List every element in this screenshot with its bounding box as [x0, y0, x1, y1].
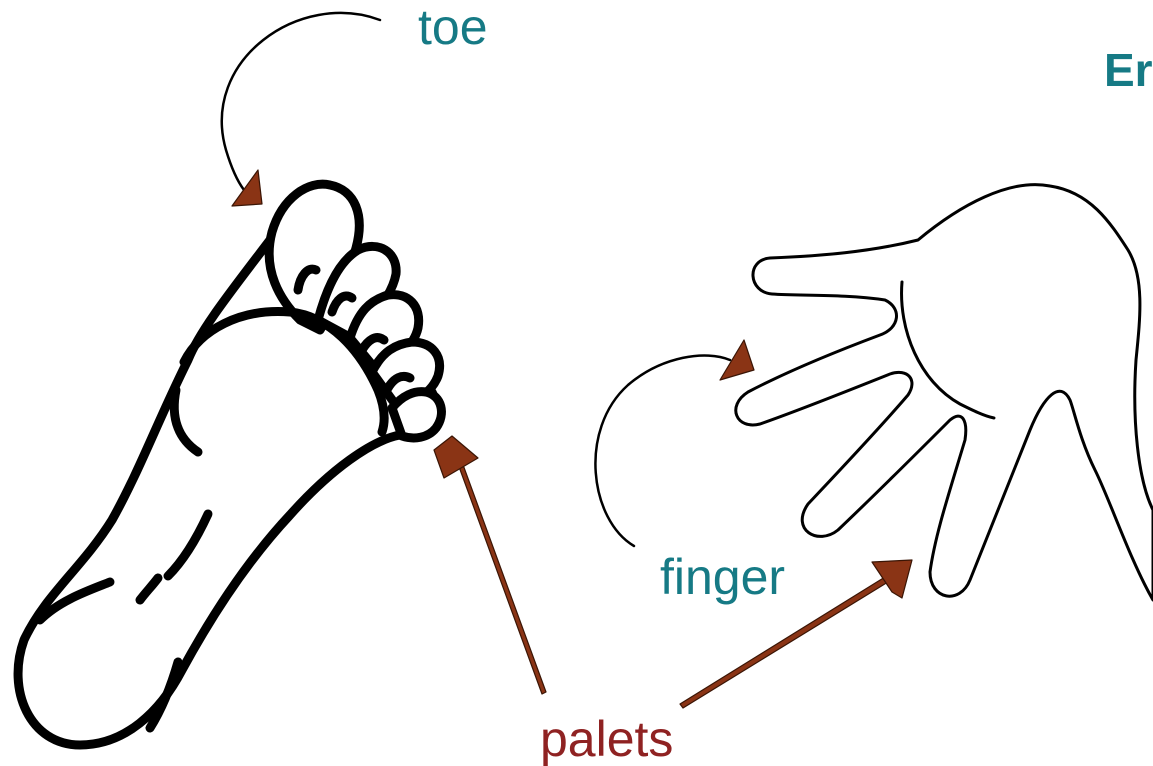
label-toe: toe — [418, 0, 488, 55]
toe-pointer-curve — [222, 13, 380, 190]
finger-pointer — [595, 340, 754, 546]
palets-arrow-to-toes — [434, 436, 546, 694]
palets-arrow-shaft-left — [458, 462, 546, 694]
label-finger: finger — [660, 549, 785, 605]
foot-illustration — [18, 184, 441, 745]
palets-arrowhead-left — [434, 436, 478, 478]
finger-pointer-curve — [595, 356, 730, 546]
label-palets: palets — [540, 711, 673, 766]
finger-pointer-arrowhead — [720, 340, 754, 380]
hand-illustration — [736, 185, 1153, 600]
palets-arrowhead-right — [872, 560, 912, 598]
toe-pointer — [222, 13, 380, 206]
partial-title: Er — [1104, 44, 1153, 96]
toe-5 — [392, 392, 441, 438]
